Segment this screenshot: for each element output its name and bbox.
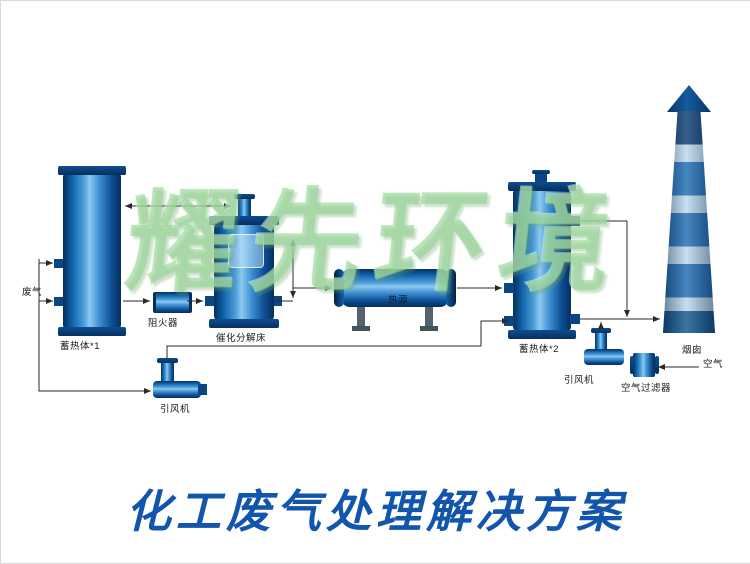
regenerator1-vessel <box>63 173 121 329</box>
catalytic-bed-top-pipe <box>238 198 251 220</box>
fan-left-body <box>153 381 201 398</box>
flame-arrester-body <box>153 292 192 313</box>
catalytic-bed-inlet-nozzle <box>205 296 214 306</box>
air-filter-label: 空气过滤器 <box>621 383 672 394</box>
fan-right-outlet-pipe <box>595 332 607 351</box>
heat-source-leg-left <box>357 307 365 327</box>
air-filter-left-flange <box>630 356 634 374</box>
regenerator1-top-flange <box>58 166 126 175</box>
fan-left-inlet-pipe <box>161 362 174 383</box>
regenerator2-bottom-flange <box>508 330 576 339</box>
regenerator2-lower-nozzle <box>504 316 514 326</box>
flame-arrester-label: 阻火器 <box>148 318 179 329</box>
catalytic-bed-pipe-flange <box>234 194 255 199</box>
regenerator1-inlet-nozzle-bottom <box>54 297 63 306</box>
air-label: 空气 <box>703 359 724 370</box>
heat-source-head-left <box>334 269 344 307</box>
fan-right-pipe-flange <box>591 328 611 333</box>
catalytic-bed-bottom-flange <box>209 319 279 328</box>
catalytic-bed-top-flange <box>209 216 279 225</box>
fan-left-motor <box>198 384 207 395</box>
regenerator2-inlet-nozzle <box>504 283 514 293</box>
chimney-label: 烟囱 <box>682 345 703 356</box>
regenerator1-bottom-flange <box>58 327 126 336</box>
waste-gas-label: 废气 <box>22 287 43 298</box>
heat-source-leg-right <box>425 307 433 327</box>
regenerator1-label: 蓄热体*1 <box>60 341 100 352</box>
regenerator2-top-nozzle-flange <box>532 170 550 174</box>
regenerator2-label: 蓄热体*2 <box>519 344 559 355</box>
catalytic-bed-access-door <box>228 234 264 268</box>
fan-right-body <box>584 349 624 365</box>
catalytic-bed-label: 催化分解床 <box>216 333 267 344</box>
fan-right-label: 引风机 <box>564 375 595 386</box>
regenerator2-outlet-nozzle <box>570 314 580 324</box>
fan-left-label: 引风机 <box>160 404 191 415</box>
regenerator2-top-flange <box>508 182 576 191</box>
fan-left-pipe-flange <box>157 358 178 363</box>
heat-source-foot-left <box>352 326 370 331</box>
heat-source-label: 热源 <box>388 295 409 306</box>
heat-source-foot-right <box>420 326 438 331</box>
watermark-text: 耀先环境 <box>120 177 630 308</box>
heat-source-drum <box>341 269 449 307</box>
page-title: 化工废气处理解决方案 <box>125 485 626 538</box>
regenerator2-vessel <box>513 189 571 331</box>
air-filter-right-flange <box>655 356 659 374</box>
air-filter-body <box>633 353 655 377</box>
regenerator1-inlet-nozzle-top <box>54 259 63 268</box>
chimney-shaft <box>663 111 715 333</box>
catalytic-bed-vessel <box>214 223 274 321</box>
chimney-cap <box>667 85 711 112</box>
heat-source-head-right <box>446 269 456 307</box>
